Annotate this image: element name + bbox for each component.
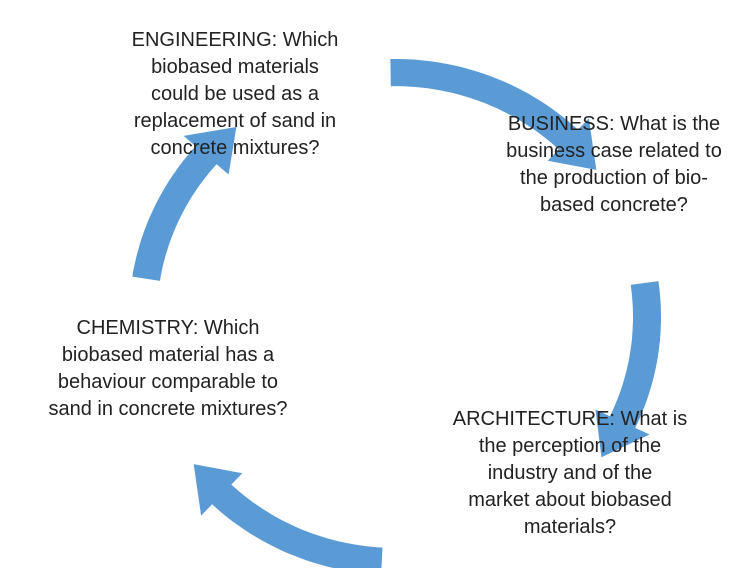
arrow-chemistry-to-engineering	[132, 127, 237, 281]
arrow-architecture-to-chemistry	[193, 464, 383, 568]
arrow-engineering-to-business	[390, 59, 597, 170]
arrow-business-to-architecture	[595, 281, 661, 458]
business-node: BUSINESS: What is the business case rela…	[506, 113, 722, 216]
architecture-node: ARCHITECTURE: What is the perception of …	[452, 408, 688, 538]
cycle-arrows	[132, 59, 661, 568]
engineering-node: ENGINEERING: Which biobased materials co…	[131, 29, 339, 159]
chemistry-node: CHEMISTRY: Which biobased material has a…	[48, 317, 288, 420]
